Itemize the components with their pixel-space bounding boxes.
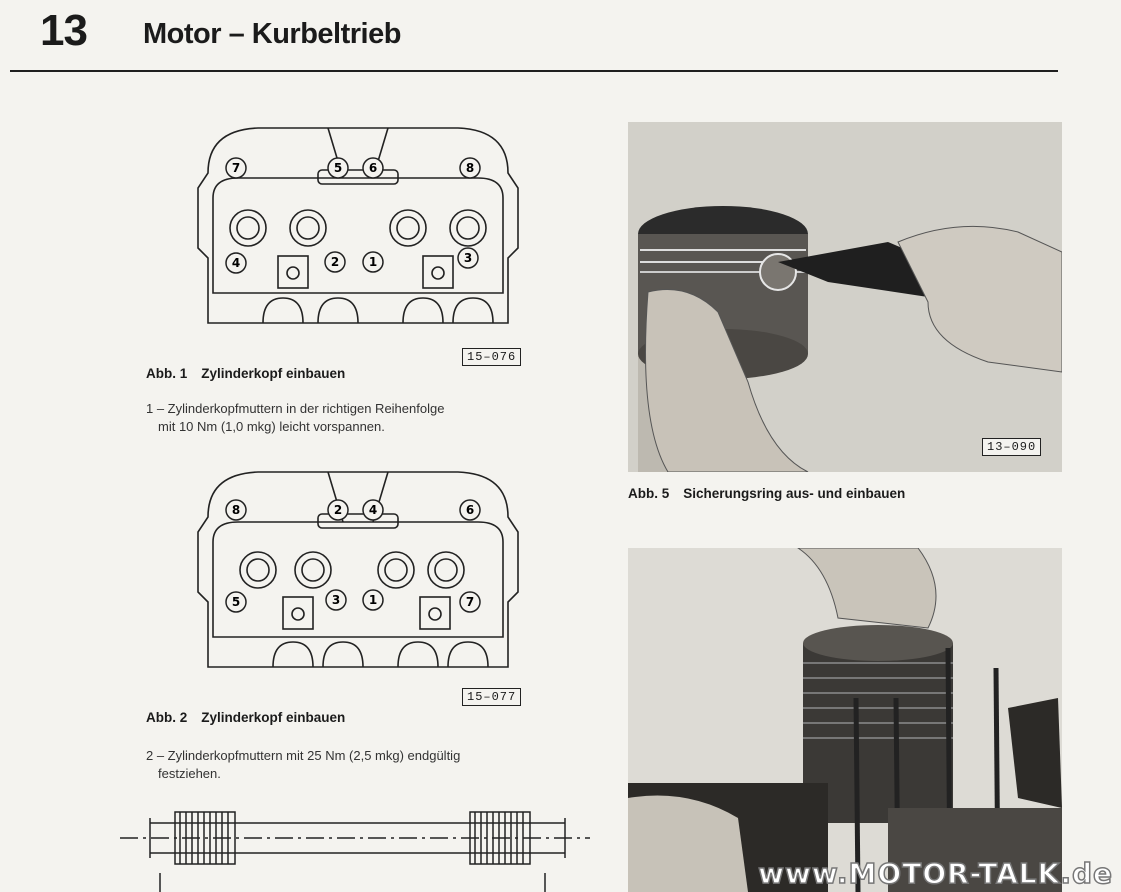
nut-number: 4 [232, 256, 240, 270]
watermark: www.MOTOR-TALK.de [757, 856, 1113, 891]
nut-number: 3 [464, 251, 472, 265]
nut-number: 2 [334, 503, 342, 517]
nut-number: 5 [334, 161, 342, 175]
cylinder-installation-photo [628, 548, 1062, 892]
nut-number: 2 [331, 255, 339, 269]
piston-photo-illustration [628, 122, 1062, 472]
nut-number: 8 [466, 161, 474, 175]
header-rule [10, 70, 1058, 72]
step2-text: 2 – Zylinderkopfmuttern mit 25 Nm (2,5 m… [146, 747, 586, 783]
cylinder-head-diagram-1: 7 5 6 8 4 2 1 3 [197, 127, 519, 324]
figure5-label: Abb. 5 [628, 486, 670, 501]
chapter-title: Motor – Kurbeltrieb [143, 18, 401, 50]
step1-text: 1 – Zylinderkopfmuttern in der richtigen… [146, 400, 586, 436]
figure2-caption-text: Zylinderkopf einbauen [201, 710, 346, 725]
nut-number: 4 [369, 503, 377, 517]
nut-number: 1 [369, 593, 377, 607]
figure2-label: Abb. 2 [146, 710, 188, 725]
figure1-caption-text: Zylinderkopf einbauen [201, 366, 346, 381]
nut-number: 1 [369, 255, 377, 269]
cylinder-head-diagram-2: 8 2 4 6 5 3 1 7 [197, 471, 519, 668]
nut-number: 3 [332, 593, 340, 607]
figure5-code: 13–090 [982, 438, 1042, 456]
step2-line1: 2 – Zylinderkopfmuttern mit 25 Nm (2,5 m… [146, 748, 461, 763]
step1-line2: mit 10 Nm (1,0 mkg) leicht vorspannen. [158, 419, 385, 434]
figure1-label: Abb. 1 [146, 366, 188, 381]
figure5-caption: Abb. 5 Sicherungsring aus- und einbauen [628, 486, 905, 501]
step2-line2: festziehen. [158, 766, 221, 781]
figure1-code: 15–076 [462, 348, 522, 366]
chapter-number: 13 [40, 6, 88, 55]
piston-circlip-photo: 13–090 [628, 122, 1062, 472]
figure2-code: 15–077 [462, 688, 522, 706]
nut-number: 7 [232, 161, 240, 175]
cylinder-photo-illustration [628, 548, 1062, 892]
figure5-caption-text: Sicherungsring aus- und einbauen [683, 486, 906, 501]
step1-line1: 1 – Zylinderkopfmuttern in der richtigen… [146, 401, 445, 416]
figure2-caption: Abb. 2 Zylinderkopf einbauen [146, 710, 345, 725]
nut-number: 6 [369, 161, 377, 175]
nut-number: 8 [232, 503, 240, 517]
figure1-caption: Abb. 1 Zylinderkopf einbauen [146, 366, 345, 381]
nut-number: 6 [466, 503, 474, 517]
nut-number: 7 [466, 595, 474, 609]
push-rod-tube-diagram [120, 811, 590, 892]
nut-number: 5 [232, 595, 240, 609]
